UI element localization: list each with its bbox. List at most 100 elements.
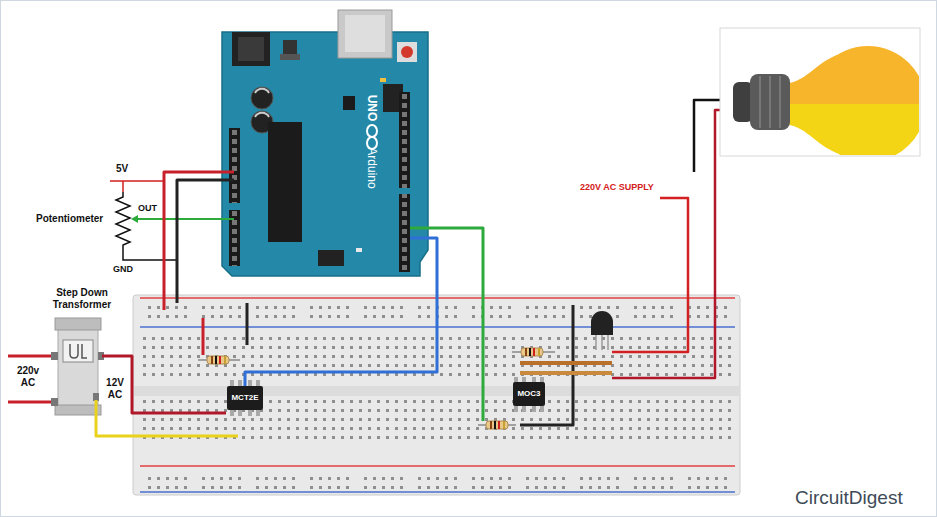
arduino-board xyxy=(222,32,428,276)
regulator xyxy=(283,40,297,54)
rail-line xyxy=(140,491,735,493)
icsp-header xyxy=(318,250,344,266)
resistor-band xyxy=(211,356,213,364)
optocoupler-chip: MCT2E xyxy=(227,386,263,410)
header-pins xyxy=(399,92,410,188)
usb-port-inner xyxy=(345,15,385,52)
resistor-band xyxy=(503,421,505,429)
pin-label: OUT xyxy=(138,203,157,213)
resistor-symbol xyxy=(207,356,229,364)
chip-pin xyxy=(540,406,544,412)
resistor-band xyxy=(525,348,527,356)
bulb-top xyxy=(785,46,919,104)
pot-5v-wire xyxy=(110,181,164,192)
triac-legs xyxy=(596,335,608,350)
reset-button xyxy=(397,42,417,62)
chip-label: MCT2E xyxy=(231,394,258,402)
part-name: Potentiometer xyxy=(36,213,103,225)
optocoupler-chip: MOC3 xyxy=(513,382,545,406)
chip-pin xyxy=(238,410,242,416)
triac-symbol xyxy=(591,311,613,335)
led xyxy=(356,248,362,252)
transformer-cap xyxy=(55,405,101,415)
led xyxy=(380,78,386,82)
jumper-wire xyxy=(520,371,612,375)
potentiometer-symbol xyxy=(116,192,130,255)
jumper-wire xyxy=(520,361,612,365)
resistor-symbol xyxy=(486,421,508,429)
lamp-wire xyxy=(612,110,735,378)
resistor-symbol xyxy=(521,348,543,356)
power-jack xyxy=(232,32,270,66)
resistor-band xyxy=(533,348,535,356)
pot-out-wire xyxy=(137,218,234,220)
resistor-band xyxy=(529,348,531,356)
chip-label: MOC3 xyxy=(517,390,540,398)
board-label: Arduino xyxy=(366,147,378,188)
header-pins xyxy=(229,128,240,203)
watermark: CircuitDigest xyxy=(795,487,903,509)
chip-pins xyxy=(514,377,544,412)
voltage-label: 220v AC xyxy=(12,365,44,388)
board-label: UNO xyxy=(366,95,378,122)
breadboard-channel xyxy=(133,386,740,396)
transformer-body xyxy=(58,325,98,410)
bulb-glass xyxy=(810,104,919,155)
arduino-logo xyxy=(367,137,377,149)
header-pins xyxy=(399,194,410,272)
header xyxy=(399,194,410,272)
capacitor xyxy=(251,87,273,109)
pot-gnd-wire xyxy=(123,255,177,260)
signal-wire xyxy=(410,228,483,421)
chip-pin xyxy=(230,410,234,416)
resistor-band xyxy=(538,348,540,356)
mains-wire xyxy=(612,198,688,352)
power-jack-inner xyxy=(238,37,264,61)
voltage-label: 12V AC xyxy=(102,377,128,400)
chip-pin xyxy=(514,406,518,412)
lamp-socket xyxy=(750,74,790,130)
microcontroller xyxy=(268,122,302,242)
transformer-plate xyxy=(63,340,93,362)
transformer-terminal xyxy=(51,352,58,360)
regulator-tab xyxy=(280,54,300,60)
pin-label: 5V xyxy=(116,163,128,175)
chip-pin xyxy=(532,406,536,412)
chip-pin xyxy=(248,410,252,416)
bulb xyxy=(785,46,919,155)
small-chip xyxy=(343,96,355,110)
12v-wire xyxy=(102,356,226,413)
transformer-mark xyxy=(70,344,87,358)
resistor-band xyxy=(224,356,226,364)
mains-input-wire xyxy=(8,356,55,402)
rail-holes xyxy=(145,303,735,321)
resistor-band xyxy=(215,356,217,364)
signal-wire xyxy=(410,237,428,240)
arduino-board: UNO Arduino xyxy=(222,32,428,276)
signal-wire xyxy=(245,238,437,386)
rail-line xyxy=(140,465,735,467)
header xyxy=(229,128,240,203)
reset-cap xyxy=(401,46,413,58)
capacitor-mark xyxy=(255,113,269,117)
header xyxy=(399,92,410,188)
pin-label: GND xyxy=(113,264,133,274)
resistor-band xyxy=(490,421,492,429)
resistor-band xyxy=(498,421,500,429)
arduino-logo xyxy=(367,125,377,137)
transformer-terminal xyxy=(93,393,99,401)
resistor-band xyxy=(494,421,496,429)
bulb-glass xyxy=(810,46,919,104)
chip-pin xyxy=(522,406,526,412)
resistor-band xyxy=(219,356,221,364)
capacitor-mark xyxy=(255,89,269,93)
rail-holes xyxy=(145,472,735,490)
socket-rings xyxy=(760,76,780,128)
jumper-wire xyxy=(246,303,249,345)
jumper-wire xyxy=(202,318,205,355)
